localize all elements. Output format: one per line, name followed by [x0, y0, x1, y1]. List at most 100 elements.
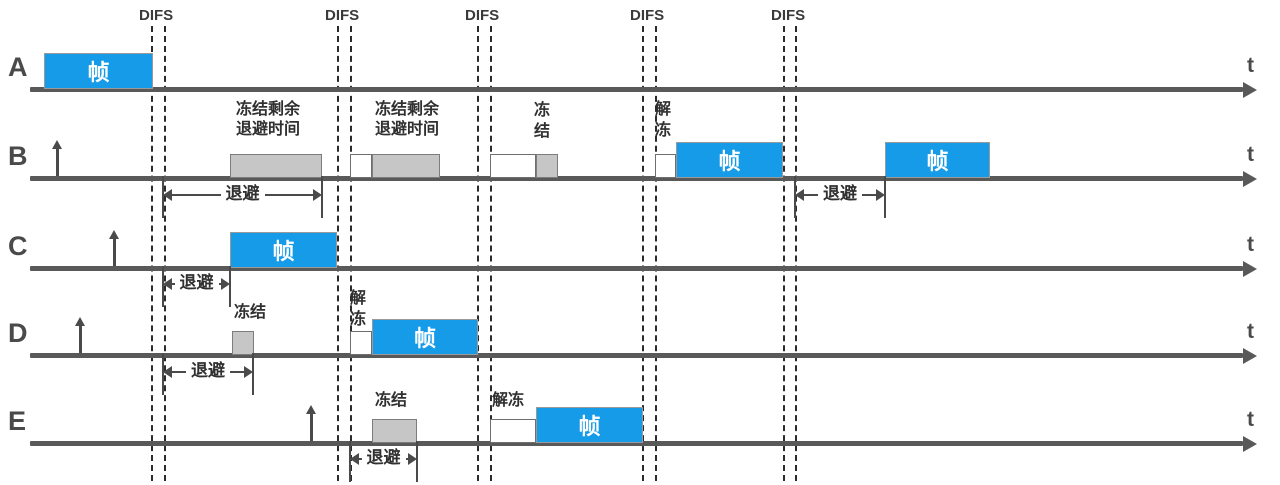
difs-gridline-4-2: [655, 26, 657, 481]
difs-gridline-1-2: [164, 26, 166, 481]
frame-box-A-1: 帧: [44, 53, 153, 89]
countdown-box-B-4: [490, 154, 536, 178]
frame-box-C-1: 帧: [230, 232, 337, 268]
frame-box-B-8: 帧: [885, 142, 990, 178]
measure-arrow-left: [163, 278, 172, 290]
time-axis-A: [30, 87, 1243, 92]
measure-tick-D-1-1: [162, 353, 164, 395]
measure-label: 退避: [361, 448, 406, 468]
arrow-shaft: [112, 237, 116, 266]
frozen-box-B-5: [536, 154, 558, 178]
measure-arrow-left: [163, 189, 172, 201]
measure-label: 退避: [186, 361, 230, 381]
countdown-box-E-2: [490, 419, 536, 443]
time-axis-B: [30, 176, 1243, 181]
time-axis-E: [30, 441, 1243, 446]
time-axis-D: [30, 353, 1243, 358]
caption-B-4: 解冻: [655, 101, 672, 139]
arrow-shaft: [78, 324, 82, 353]
difs-label: DIFS: [325, 7, 360, 24]
station-label-A: A: [8, 52, 28, 82]
difs-gridline-5-1: [783, 26, 785, 481]
measure-tick-B-2-1: [794, 176, 796, 218]
backoff-measure-B-2: 退避: [795, 184, 885, 204]
caption-E-2: 解冻: [492, 392, 525, 409]
measure-label: 退避: [818, 184, 862, 204]
ready-to-send-arrow-C-1: [108, 230, 120, 266]
difs-gridline-3-1: [477, 26, 479, 481]
difs-label: DIFS: [630, 7, 665, 24]
difs-gridline-5-2: [795, 26, 797, 481]
time-axis-label-C: t: [1247, 233, 1254, 256]
station-label-E: E: [8, 406, 27, 436]
ready-to-send-arrow-D-1: [74, 317, 86, 353]
ready-to-send-arrow-B-1: [51, 140, 63, 176]
station-label-D: D: [8, 318, 28, 348]
difs-label: DIFS: [465, 7, 500, 24]
time-axis-arrowhead-B: [1243, 170, 1257, 187]
measure-tick-B-1-1: [162, 176, 164, 218]
backoff-measure-B-1: 退避: [163, 184, 322, 204]
measure-tick-D-1-2: [252, 353, 254, 395]
difs-gridline-3-2: [490, 26, 492, 481]
difs-label: DIFS: [139, 7, 174, 24]
backoff-measure-C-1: 退避: [163, 273, 230, 293]
time-axis-arrowhead-E: [1243, 435, 1257, 452]
difs-gridline-2-1: [337, 26, 339, 481]
measure-arrow-right: [244, 366, 253, 378]
frame-box-B-7: 帧: [676, 142, 783, 178]
ready-to-send-arrow-E-1: [305, 405, 317, 441]
measure-label: 退避: [220, 184, 265, 204]
arrow-head: [108, 230, 119, 239]
frozen-box-E-1: [372, 419, 417, 443]
difs-gridline-4-1: [642, 26, 644, 481]
backoff-measure-E-1: 退避: [350, 448, 417, 468]
station-label-B: B: [8, 141, 28, 171]
time-axis-label-B: t: [1247, 143, 1254, 166]
measure-label: 退避: [174, 273, 219, 293]
time-axis-label-D: t: [1247, 320, 1254, 343]
arrow-head: [305, 405, 316, 414]
measure-arrow-right: [876, 189, 885, 201]
arrow-head: [51, 140, 62, 149]
measure-tick-B-1-2: [321, 176, 323, 218]
backoff-measure-D-1: 退避: [163, 361, 253, 381]
countdown-box-D-2: [350, 331, 372, 355]
arrow-shaft: [309, 412, 313, 441]
station-label-C: C: [8, 231, 28, 261]
time-axis-label-E: t: [1247, 408, 1254, 431]
frame-box-E-3: 帧: [536, 407, 643, 443]
arrow-head: [74, 317, 85, 326]
time-axis-arrowhead-A: [1243, 81, 1257, 98]
measure-tick-E-1-1: [349, 441, 351, 482]
countdown-box-B-6: [655, 154, 676, 178]
time-axis-label-A: t: [1247, 54, 1254, 77]
caption-D-2: 解冻: [350, 290, 367, 328]
measure-arrow-right: [313, 189, 322, 201]
frame-box-D-3: 帧: [372, 319, 478, 355]
caption-B-1: 冻结剩余退避时间: [236, 101, 301, 138]
measure-tick-B-2-2: [884, 176, 886, 218]
frozen-box-B-3: [372, 154, 440, 178]
difs-gridline-2-2: [350, 26, 352, 481]
caption-B-3: 冻结: [534, 102, 551, 140]
measure-arrow-right: [221, 278, 230, 290]
measure-tick-C-1-2: [229, 266, 231, 307]
measure-arrow-left: [795, 189, 804, 201]
frozen-box-D-1: [232, 331, 254, 355]
time-axis-arrowhead-C: [1243, 260, 1257, 277]
caption-B-2: 冻结剩余退避时间: [375, 101, 440, 138]
caption-E-1: 冻结: [375, 392, 408, 409]
countdown-box-B-2: [350, 154, 372, 178]
difs-gridline-1-1: [151, 26, 153, 481]
frozen-box-B-1: [230, 154, 322, 178]
time-axis-arrowhead-D: [1243, 347, 1257, 364]
arrow-shaft: [55, 147, 59, 176]
measure-arrow-left: [163, 366, 172, 378]
difs-label: DIFS: [771, 7, 806, 24]
measure-arrow-right: [408, 453, 417, 465]
time-axis-C: [30, 266, 1243, 271]
measure-arrow-left: [350, 453, 359, 465]
caption-D-1: 冻结: [234, 304, 267, 321]
